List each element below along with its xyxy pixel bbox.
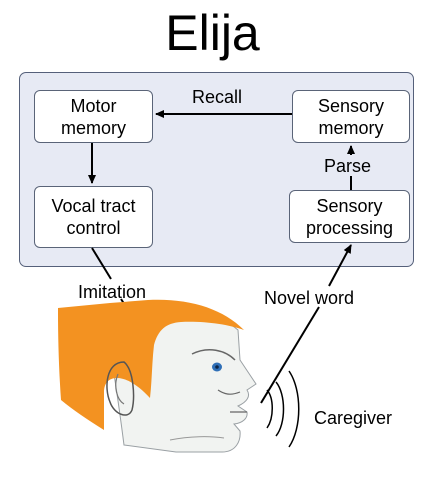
sound-wave-inner [267,390,272,428]
imitation-line-upper [92,248,111,279]
parse-label: Parse [324,155,371,177]
recall-label: Recall [192,86,242,108]
novel-word-line-upper [329,245,351,286]
head-illustration [58,300,256,452]
caregiver-label: Caregiver [314,407,392,429]
novel-word-label: Novel word [264,287,354,309]
sound-wave-outer [289,371,299,447]
imitation-label: Imitation [78,281,146,303]
sound-wave-middle [276,382,284,436]
novel-word-line-lower [261,307,319,403]
